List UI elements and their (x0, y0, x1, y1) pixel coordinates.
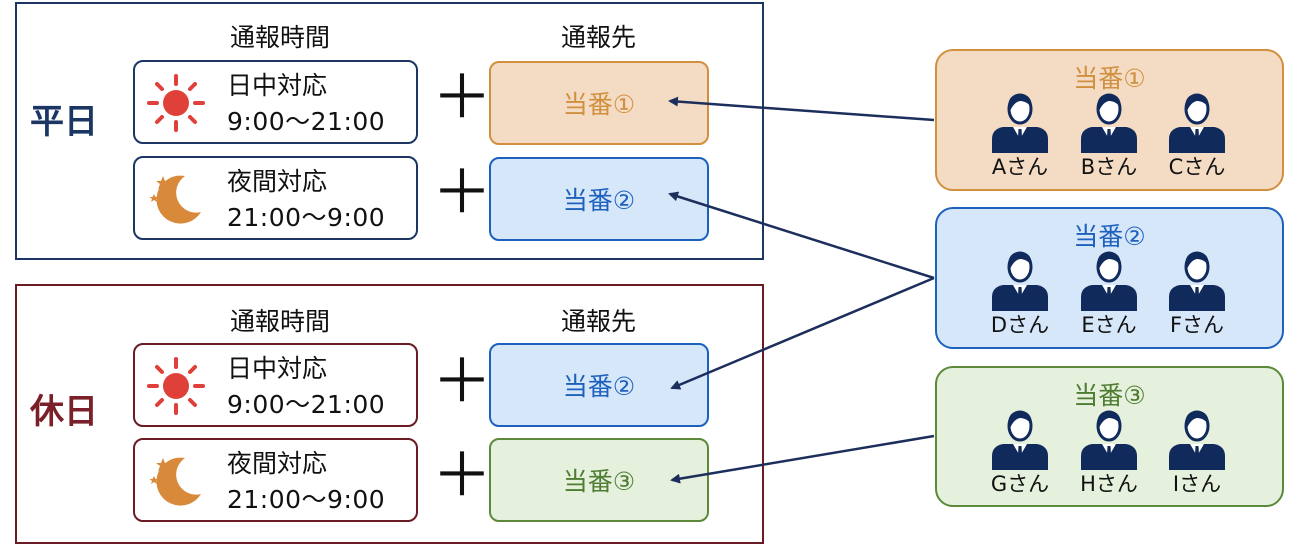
member: Aさん (975, 91, 1065, 181)
arrow-team1-to-weekday-day (668, 96, 935, 122)
member: Hさん (1064, 408, 1154, 498)
weekday-dest-header: 通報先 (561, 23, 637, 52)
plus-sign: ＋ (432, 441, 492, 511)
person-icon (992, 410, 1048, 470)
person-icon (992, 93, 1048, 153)
team-title: 当番① (1073, 64, 1146, 93)
member-name: Iさん (1172, 472, 1222, 496)
person-icon (992, 251, 1048, 311)
person-icon (1081, 93, 1137, 153)
member: Bさん (1064, 91, 1154, 181)
person-icon (1169, 410, 1225, 470)
slot-hours: 9:00～21:00 (227, 390, 386, 419)
member: Eさん (1064, 249, 1154, 339)
weekday-day-slot: 日中対応 9:00～21:00 (133, 60, 418, 144)
team-box-1: 当番① Aさん Bさん Cさん (935, 49, 1284, 191)
weekday-time-header: 通報時間 (230, 23, 331, 52)
slot-label: 夜間対応 (227, 449, 328, 478)
member-name: Bさん (1080, 155, 1138, 179)
moon-icon (149, 457, 201, 506)
member-name: Eさん (1081, 313, 1137, 337)
member-name: Gさん (990, 472, 1050, 496)
weekday-panel (15, 2, 764, 260)
arrow-team2-to-holiday-day (670, 276, 935, 390)
slot-hours: 21:00～9:00 (227, 203, 386, 232)
holiday-panel (15, 284, 764, 544)
plus-sign: ＋ (432, 63, 492, 133)
slot-label: 日中対応 (227, 354, 328, 383)
slot-label: 日中対応 (227, 71, 328, 100)
member-name: Aさん (991, 155, 1049, 179)
holiday-day-slot: 日中対応 9:00～21:00 (133, 343, 418, 427)
arrow-team3-to-holiday-night (670, 434, 935, 484)
team-title: 当番③ (1073, 381, 1146, 410)
slot-hours: 9:00～21:00 (227, 107, 386, 136)
weekday-night-slot: 夜間対応 21:00～9:00 (133, 156, 418, 240)
plus-sign: ＋ (432, 158, 492, 228)
moon-icon (149, 175, 201, 224)
slot-label: 夜間対応 (227, 167, 328, 196)
holiday-label: 休日 (30, 392, 98, 432)
weekday-label: 平日 (30, 102, 98, 142)
team-box-3: 当番③ Gさん Hさん Iさん (935, 366, 1284, 507)
person-icon (1081, 251, 1137, 311)
member: Cさん (1152, 91, 1242, 181)
member: Iさん (1152, 408, 1242, 498)
holiday-time-header: 通報時間 (230, 307, 331, 336)
person-icon (1169, 93, 1225, 153)
member-name: Fさん (1169, 313, 1225, 337)
member: Dさん (975, 249, 1065, 339)
member-name: Cさん (1168, 155, 1226, 179)
holiday-night-slot: 夜間対応 21:00～9:00 (133, 438, 418, 522)
member-name: Dさん (990, 313, 1050, 337)
person-icon (1081, 410, 1137, 470)
team-box-2: 当番② Dさん Eさん Fさん (935, 207, 1284, 349)
team-title: 当番② (1073, 222, 1146, 251)
sun-icon (147, 74, 205, 132)
arrow-team2-to-weekday-night (668, 191, 935, 280)
sun-icon (147, 357, 205, 415)
plus-sign: ＋ (432, 347, 492, 417)
slot-hours: 21:00～9:00 (227, 485, 386, 514)
member: Gさん (975, 408, 1065, 498)
holiday-dest-header: 通報先 (561, 307, 637, 336)
member: Fさん (1152, 249, 1242, 339)
member-name: Hさん (1080, 472, 1138, 496)
person-icon (1169, 251, 1225, 311)
